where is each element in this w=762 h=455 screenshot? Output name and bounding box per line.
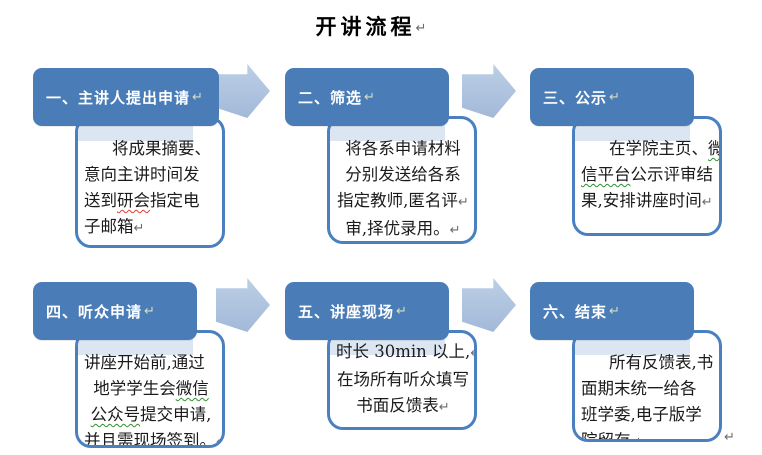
- text-segment: 并且需现场签到。: [84, 431, 216, 448]
- flow-step-1: 将成果摘要、意向主讲时间发送到研会指定电子邮箱↵ 一、主讲人提出申请↵: [33, 68, 263, 253]
- step-text-line: 讲座开始前,通过: [84, 350, 218, 376]
- spellcheck-green-underline: 微: [708, 139, 719, 158]
- text-segment: 在场所有听众填写: [337, 370, 469, 389]
- text-segment: 书面反馈表: [356, 396, 439, 415]
- text-segment: 分别发送给各系: [345, 165, 461, 184]
- text-segment: 地学学生会: [93, 379, 176, 398]
- text-segment: 所有反馈表,书: [609, 353, 714, 372]
- text-segment: 公示评审结: [630, 165, 714, 184]
- step-text-line: 将成果摘要、: [84, 136, 218, 162]
- step-header-label: 三、公示: [543, 89, 608, 107]
- paragraph-mark-icon: ↵: [396, 303, 407, 319]
- paragraph-mark-icon: ↵: [449, 223, 461, 238]
- text-segment: 送到: [84, 191, 117, 210]
- step-text-line: 所有反馈表,书: [581, 350, 715, 376]
- step-text-line: 书面反馈表↵: [336, 393, 470, 421]
- paragraph-mark-icon: ↵: [364, 89, 375, 105]
- step-header-label: 六、结束: [543, 303, 608, 321]
- step-body-text: 将各系申请材料分别发送给各系指定教师,匿名评↵审,择优录用。↵: [330, 119, 474, 241]
- text-segment: 指定教师,匿名评: [337, 191, 458, 210]
- step-text-line: 并且需现场签到。↵: [84, 428, 222, 448]
- text-segment: 果,安排讲座时间: [581, 191, 702, 210]
- page-title-text: 开讲流程: [315, 16, 416, 39]
- step-text-line: 时长 30min 以上,↵: [336, 339, 474, 367]
- page-title: 开讲流程↵: [0, 11, 742, 41]
- step-text-line: 果,安排讲座时间↵: [581, 188, 715, 216]
- text-segment: 将成果摘要、: [112, 139, 211, 158]
- step-header: 五、讲座现场↵: [285, 282, 449, 340]
- step-text-line: 送到研会指定电: [84, 188, 218, 214]
- paragraph-mark-icon: ↵: [724, 430, 735, 445]
- spellcheck-green-underline: 公众号: [90, 405, 141, 424]
- step-text-line: 地学学生会微信: [84, 376, 218, 402]
- step-header-label: 一、主讲人提出申请: [46, 89, 191, 107]
- text-segment: 班学委,电子版学: [581, 405, 702, 424]
- spellcheck-green-underline: 信平台: [581, 165, 631, 184]
- text-segment: 审,择优录用。: [345, 219, 450, 238]
- step-header: 二、筛选↵: [285, 68, 449, 126]
- text-segment: 指定电: [150, 191, 200, 210]
- step-header-label: 五、讲座现场: [298, 303, 395, 321]
- text-segment: 意向主讲时间发: [84, 165, 200, 184]
- spellcheck-green-underline: 微信: [175, 379, 209, 398]
- text-segment: 提交申请,: [140, 405, 212, 424]
- text-segment: 讲座开始前,通过: [84, 353, 205, 372]
- step-text-line: 分别发送给各系: [336, 162, 470, 188]
- step-header: 四、听众申请↵: [33, 282, 197, 340]
- step-text-line: 院留存↵: [581, 428, 715, 442]
- step-header: 六、结束↵: [530, 282, 694, 340]
- step-body-text: 将成果摘要、意向主讲时间发送到研会指定电子邮箱↵: [78, 119, 222, 242]
- paragraph-mark-icon: ↵: [631, 435, 642, 439]
- text-segment: 院留存: [581, 431, 631, 442]
- step-header-label: 二、筛选: [298, 89, 363, 107]
- paragraph-mark-icon: ↵: [133, 221, 145, 236]
- step-text-line: 面期末统一给各: [581, 376, 715, 402]
- text-segment: 子邮箱: [84, 217, 134, 236]
- paragraph-mark-icon: ↵: [144, 303, 155, 319]
- paragraph-mark-icon: ↵: [701, 195, 713, 210]
- step-text-line: 将各系申请材料: [336, 136, 470, 162]
- paragraph-mark-icon: ↵: [609, 89, 620, 105]
- step-body-text: 在学院主页、微信平台公示评审结果,安排讲座时间↵: [575, 119, 719, 216]
- paragraph-mark-icon: ↵: [216, 435, 222, 445]
- step-text-line: 指定教师,匿名评↵: [336, 188, 470, 216]
- text-segment: 面期末统一给各: [581, 379, 697, 398]
- paragraph-mark-icon: ↵: [415, 21, 427, 36]
- flow-step-3: 在学院主页、微信平台公示评审结果,安排讲座时间↵ 三、公示↵: [530, 68, 760, 253]
- step-text-line: 信平台公示评审结: [581, 162, 715, 188]
- spellcheck-red-underline: 研会: [117, 191, 150, 210]
- step-header: 一、主讲人提出申请↵: [33, 68, 219, 126]
- step-header-label: 四、听众申请: [46, 303, 143, 321]
- paragraph-mark-icon: ↵: [438, 400, 450, 415]
- step-text-line: 在学院主页、微: [581, 136, 719, 162]
- step-text-line: 意向主讲时间发: [84, 162, 218, 188]
- step-text-line: 班学委,电子版学: [581, 402, 715, 428]
- text-segment: 在学院主页、: [609, 139, 708, 158]
- text-segment: 时长 30min 以上,: [336, 342, 471, 361]
- step-text-line: 审,择优录用。↵: [336, 216, 470, 241]
- step-text-line: 子邮箱↵: [84, 214, 218, 242]
- step-body-box: 将各系申请材料分别发送给各系指定教师,匿名评↵审,择优录用。↵: [327, 116, 477, 244]
- paragraph-mark-icon: ↵: [457, 195, 469, 210]
- paragraph-mark-icon: ↵: [470, 346, 474, 361]
- step-body-box: 在学院主页、微信平台公示评审结果,安排讲座时间↵: [572, 116, 722, 236]
- paragraph-mark-icon: ↵: [609, 303, 620, 319]
- paragraph-mark-icon: ↵: [192, 89, 203, 105]
- step-header: 三、公示↵: [530, 68, 694, 126]
- flow-step-2: 将各系申请材料分别发送给各系指定教师,匿名评↵审,择优录用。↵ 二、筛选↵: [285, 68, 515, 253]
- text-segment: 将各系申请材料: [345, 139, 461, 158]
- step-body-box: 将成果摘要、意向主讲时间发送到研会指定电子邮箱↵: [75, 116, 225, 248]
- step-text-line: 公众号提交申请,: [84, 402, 218, 428]
- step-text-line: 在场所有听众填写: [336, 367, 470, 393]
